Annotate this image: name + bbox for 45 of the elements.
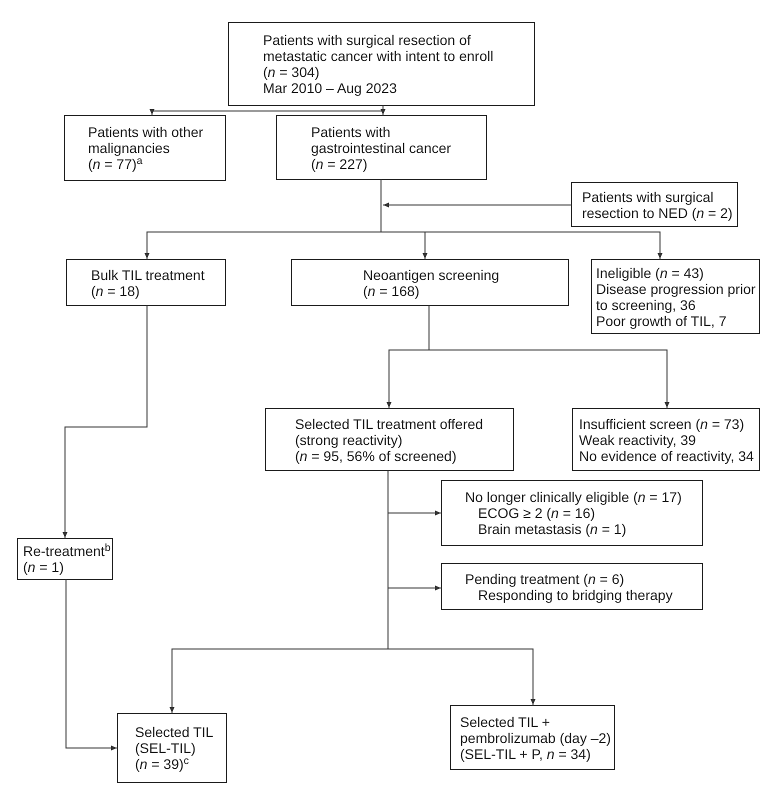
- box-text: Responding to bridging therapy: [478, 586, 674, 602]
- arrow: [66, 580, 118, 750]
- flow-box: [572, 408, 760, 471]
- flow-box: [66, 259, 226, 306]
- flow-box: [276, 115, 487, 180]
- flow-box: [265, 408, 514, 471]
- box-heading: Patients with surgical resection to NED (n = 2): [582, 188, 734, 220]
- box-text: (n = 77)$^{a}$: [88, 156, 143, 172]
- flow-box: [441, 563, 703, 610]
- box-heading: Re-treatment$^{b}$: [23, 543, 112, 559]
- flow-box: [441, 480, 703, 546]
- flow-box: [450, 705, 615, 770]
- box-text: (n = 168): [363, 282, 420, 298]
- arrow: [62, 306, 148, 538]
- flow-box: [64, 115, 226, 181]
- box-heading: Selected TIL treatment offered (strong reactivity): [295, 416, 484, 448]
- box-text: (n = 304): [263, 64, 320, 80]
- box-heading: Bulk TIL treatment: [91, 266, 206, 282]
- flow-box: [571, 182, 738, 227]
- flow-box: [117, 713, 227, 783]
- box-heading: No longer clinically eligible (n = 17): [465, 489, 683, 505]
- box-heading: Selected TIL + pembrolizumab (day –2): [460, 714, 612, 746]
- box-text: (SEL-TIL + P, n = 34): [460, 746, 591, 762]
- flow-box: [17, 538, 113, 580]
- box-text: Disease progression prior to screening, 36: [596, 280, 757, 312]
- box-text: ECOG ≥ 2 (n = 16): [477, 505, 596, 521]
- box-heading: Neoantigen screening: [363, 266, 500, 282]
- box-text: (n = 1): [23, 559, 65, 575]
- box-text: (n = 39)$^{c}$: [135, 756, 189, 772]
- box-heading: Selected TIL (SEL-TIL): [135, 724, 214, 756]
- box-text: Mar 2010 – Aug 2023: [263, 80, 398, 96]
- box-text: No evidence of reactivity, 34: [579, 448, 755, 464]
- flow-box: [228, 22, 535, 106]
- arrow: [382, 202, 572, 208]
- flow-box: [291, 259, 569, 306]
- box-heading: Ineligible (n = 43): [596, 264, 705, 280]
- flow-box: [591, 259, 760, 334]
- box-text: (n = 227): [311, 156, 368, 172]
- box-heading: Insufficient screen (n = 73): [579, 416, 746, 432]
- box-text: Brain metastasis (n = 1): [477, 521, 628, 537]
- box-heading: Pending treatment (n = 6): [465, 570, 626, 586]
- box-text: Weak reactivity, 39: [579, 432, 696, 448]
- box-text: Poor growth of TIL, 7: [596, 312, 728, 328]
- box-text: (n = 18): [91, 282, 141, 298]
- box-text: (n = 95, 56% of screened): [295, 448, 458, 464]
